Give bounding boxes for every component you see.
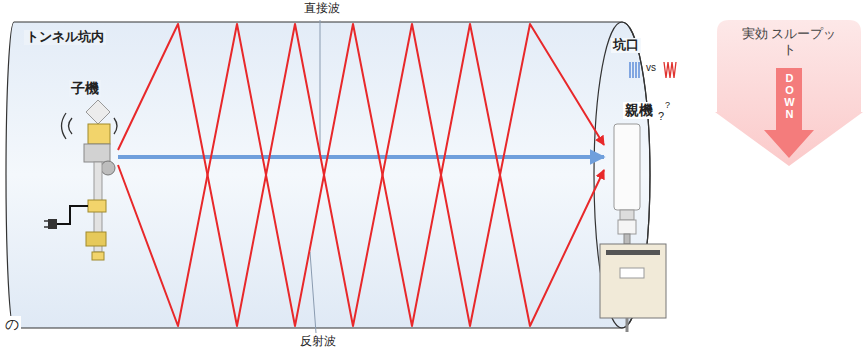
cropped-text: の xyxy=(3,316,21,332)
question-mark: ? xyxy=(656,110,666,123)
throughput-arrow: 実効 スループット DOWN xyxy=(715,20,863,166)
down-arrow xyxy=(764,68,814,158)
portal-label: 坑口 xyxy=(611,38,641,53)
question-mark: ? xyxy=(663,100,672,110)
blue-signal-icon xyxy=(630,62,639,78)
reflected-wave-path xyxy=(118,24,604,326)
parent-unit: 親機 xyxy=(604,102,674,324)
tunnel-body xyxy=(6,22,650,328)
red-signal-icon xyxy=(664,62,676,78)
child-unit-device xyxy=(44,100,117,260)
leader-line xyxy=(320,20,321,153)
vertical-label: DOWN xyxy=(784,72,795,120)
node-label: 親機 xyxy=(623,102,655,119)
node-label: 実効 スループット xyxy=(741,26,837,57)
child-unit: 子機 xyxy=(52,80,118,265)
wave-label: 反射波 xyxy=(298,335,338,349)
comparison-label: vs xyxy=(644,62,658,74)
region-label: トンネル坑内 xyxy=(24,30,106,45)
reflected-wave-path xyxy=(118,24,604,326)
pink-arrow-shape xyxy=(715,20,863,166)
leader-line xyxy=(310,252,316,333)
wave-label: 直接波 xyxy=(302,2,342,16)
parent-unit-device xyxy=(600,124,666,332)
node-label: 子機 xyxy=(69,80,101,97)
direct-wave-arrow xyxy=(118,155,604,159)
